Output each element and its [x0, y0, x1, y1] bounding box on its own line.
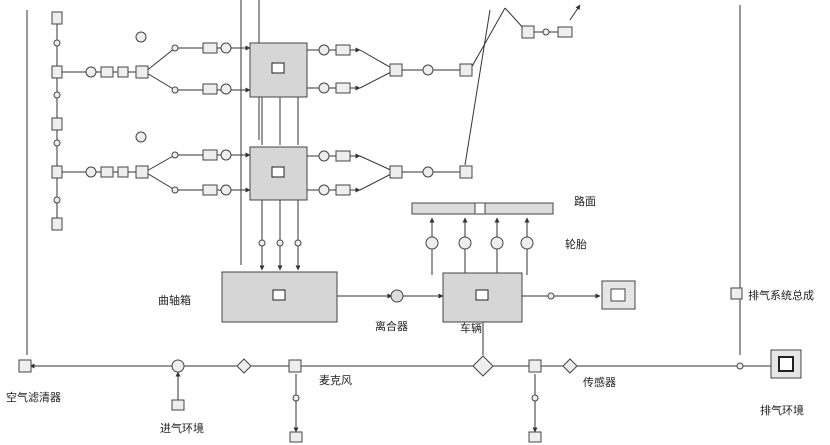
- bottom-valve-2: [472, 355, 494, 377]
- clutch-node: [390, 289, 404, 303]
- exhaust-system-icon: [730, 287, 743, 300]
- road-label: 路面: [574, 195, 596, 208]
- exhaust-system-label: 排气系统总成: [748, 289, 814, 302]
- output-block: [601, 280, 636, 310]
- crankcase-label: 曲轴箱: [158, 294, 191, 307]
- microphone-label: 麦克风: [319, 374, 352, 387]
- row1-box-2: [117, 66, 129, 78]
- air-filter-icon: [18, 359, 32, 373]
- row1-valve: [135, 65, 149, 79]
- left-col-block-5: [51, 217, 63, 231]
- tire-4: [520, 236, 534, 250]
- row1-box-1: [100, 66, 114, 78]
- air-filter-label: 空气滤清器: [6, 391, 61, 404]
- tire-2: [458, 236, 472, 250]
- vehicle-label: 车辆: [460, 322, 482, 335]
- exhaust-env-label: 排气环境: [760, 404, 804, 417]
- left-col-block-2: [51, 65, 63, 79]
- left-col-node-1: [53, 39, 61, 47]
- sensor-label: 传感器: [583, 376, 616, 389]
- tire-1: [425, 236, 439, 250]
- left-col-block-1: [51, 11, 63, 25]
- tire-label: 轮胎: [565, 238, 587, 251]
- row1-circle-1: [85, 66, 97, 78]
- intake-env-label: 进气环境: [160, 422, 204, 435]
- left-col-node-4: [53, 196, 61, 204]
- left-col-block-3: [51, 117, 63, 131]
- row1-sensor: [135, 31, 147, 43]
- bottom-valve-1: [236, 358, 252, 374]
- left-col-node-3: [53, 139, 61, 147]
- left-col-block-4: [51, 165, 63, 179]
- left-col-node-2: [53, 91, 61, 99]
- tire-3: [490, 236, 504, 250]
- clutch-label: 离合器: [375, 320, 408, 333]
